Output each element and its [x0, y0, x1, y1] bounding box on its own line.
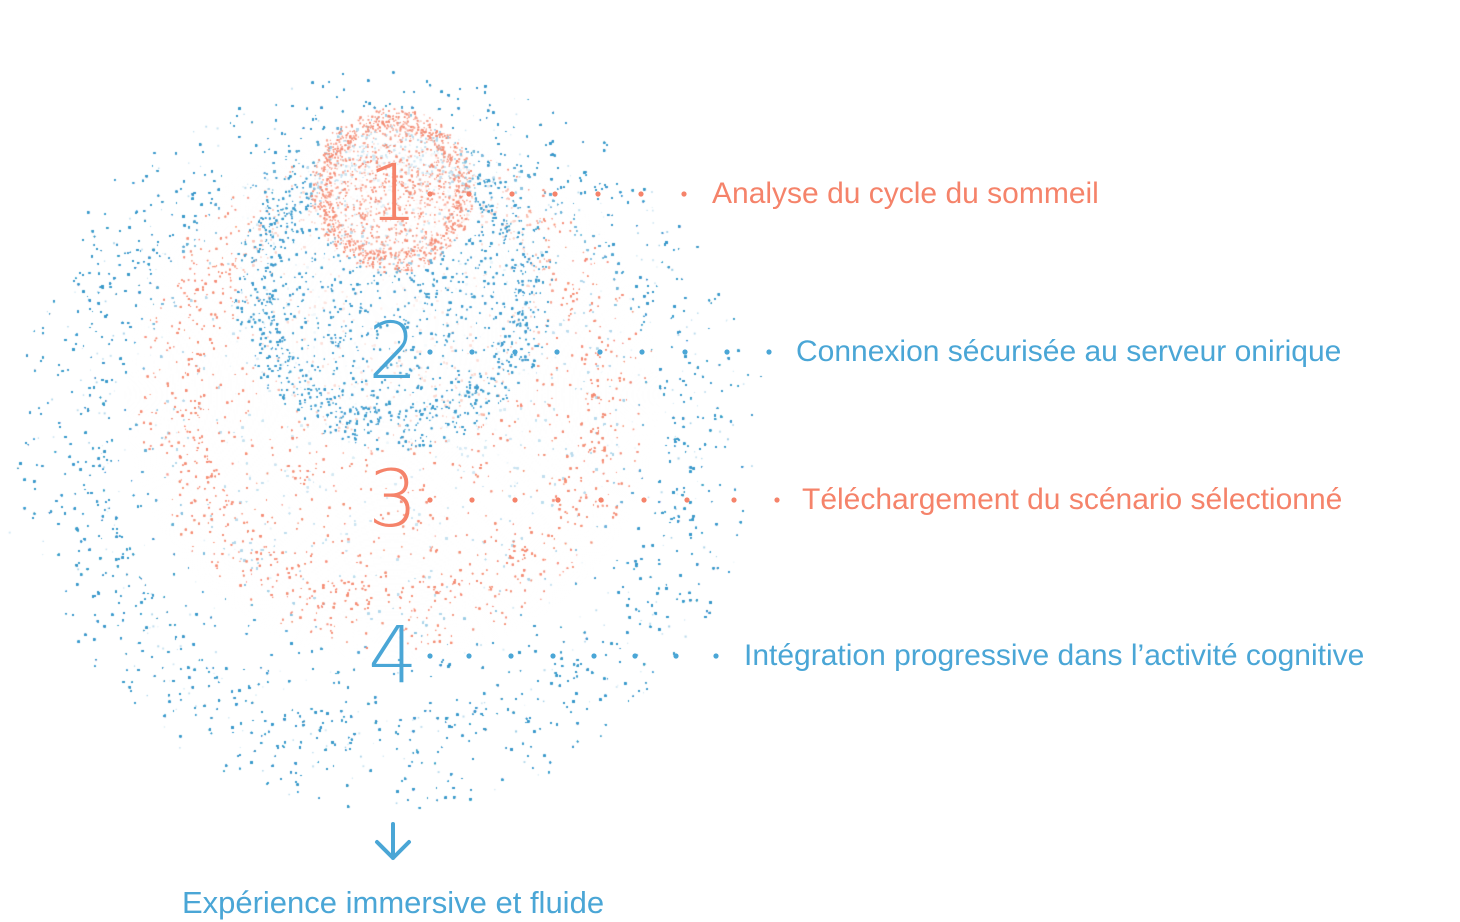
- leader-dot: [552, 191, 558, 197]
- step-4-number: 4: [368, 611, 418, 701]
- leader-dot: [469, 349, 475, 355]
- leader-dot: [684, 497, 690, 503]
- leader-dot: [766, 349, 772, 355]
- leader-dot: [595, 191, 601, 197]
- leader-dot: [591, 653, 597, 659]
- outcome-label: Expérience immersive et fluide: [181, 885, 605, 920]
- leader-dot: [638, 191, 644, 197]
- leader-dot: [427, 653, 433, 659]
- step-2-label: Connexion sécurisée au serveur onirique: [796, 335, 1342, 368]
- leader-dot: [508, 653, 514, 659]
- leader-dot: [555, 497, 561, 503]
- leader-dot: [427, 497, 433, 503]
- leader-dot: [466, 653, 472, 659]
- leader-dot: [774, 497, 780, 503]
- leader-dot: [554, 349, 560, 355]
- leader-dot: [597, 349, 603, 355]
- leader-dot: [681, 191, 687, 197]
- step-3-number: 3: [368, 455, 418, 545]
- leader-dot: [466, 191, 472, 197]
- leader-dot: [673, 653, 679, 659]
- leader-dot: [632, 653, 638, 659]
- leader-dot: [641, 497, 647, 503]
- step-1-label: Analyse du cycle du sommeil: [712, 177, 1099, 210]
- leader-dot: [731, 497, 737, 503]
- leader-dot: [469, 497, 475, 503]
- leader-dot: [682, 349, 688, 355]
- leader-dot: [724, 349, 730, 355]
- leader-dot: [512, 349, 518, 355]
- leader-dot: [427, 191, 433, 197]
- arrow-down-icon: [375, 822, 411, 860]
- step-1-number: 1: [368, 149, 418, 239]
- step-3-label: Téléchargement du scénario sélectionné: [802, 483, 1343, 516]
- leader-dot: [598, 497, 604, 503]
- leader-dot: [509, 191, 515, 197]
- leader-dot: [639, 349, 645, 355]
- leader-dot: [550, 653, 556, 659]
- leader-dot: [713, 653, 719, 659]
- step-2-number: 2: [368, 307, 418, 397]
- leader-dot: [427, 349, 433, 355]
- leader-dot: [512, 497, 518, 503]
- step-4-label: Intégration progressive dans l’activité …: [744, 639, 1365, 672]
